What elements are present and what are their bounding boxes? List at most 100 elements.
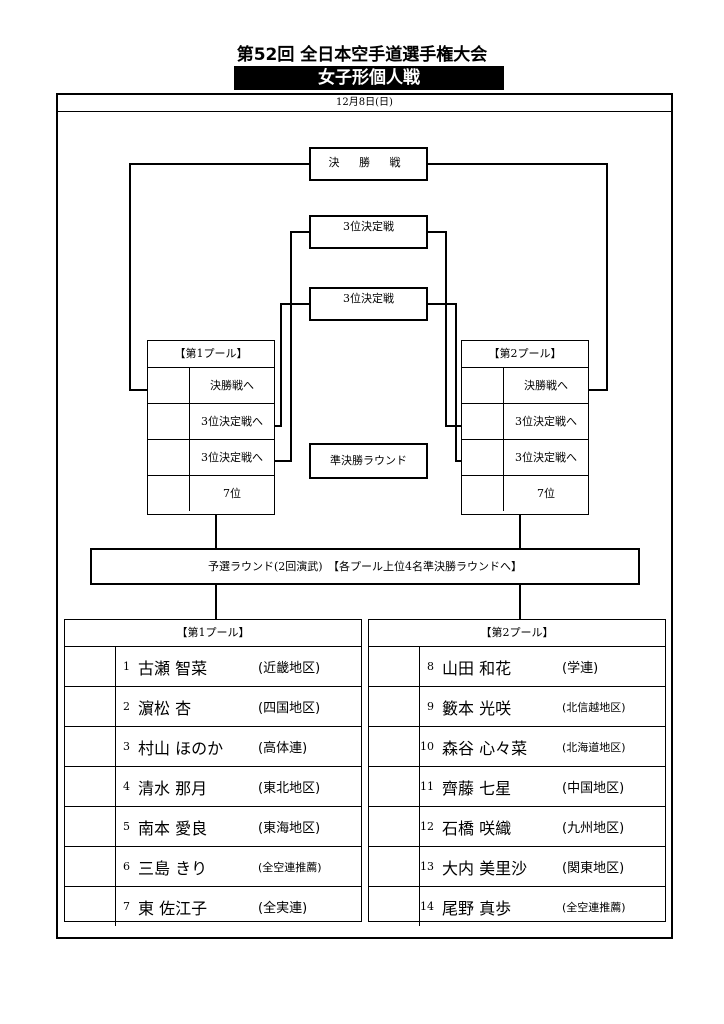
event-subtitle: 女子形個人戦	[234, 66, 504, 90]
player-affiliation: (中国地区)	[562, 781, 625, 796]
pool-box-label: 【第1プール】	[148, 341, 274, 368]
player-affiliation: (東海地区)	[258, 821, 321, 836]
pool-box-row-label: 3位決定戦へ	[515, 415, 577, 428]
player-number: 1	[123, 660, 130, 673]
pool-box-row: 3位決定戦へ	[148, 404, 274, 440]
player-affiliation: (近畿地区)	[258, 661, 321, 676]
player-affiliation: (北信越地区)	[562, 700, 626, 714]
player-row: 13 大内 美里沙 (関東地区)	[369, 847, 665, 887]
line	[427, 303, 457, 305]
player-affiliation: (高体連)	[258, 741, 308, 756]
line	[274, 425, 282, 427]
player-name: 大内 美里沙	[442, 858, 528, 878]
pool-box-row-label: 7位	[223, 487, 241, 500]
player-affiliation: (九州地区)	[562, 821, 625, 836]
player-name: 山田 和花	[442, 658, 512, 678]
player-affiliation: (学連)	[562, 661, 599, 676]
line	[445, 231, 447, 427]
third-place-box-a: 3位決定戦	[309, 215, 428, 249]
line	[427, 231, 447, 233]
pool-box-row: 3位決定戦へ	[462, 404, 588, 440]
player-row: 11 齊藤 七星 (中国地区)	[369, 767, 665, 807]
event-title: 第52回 全日本空手道選手権大会	[236, 45, 488, 65]
player-number: 14	[420, 900, 434, 913]
player-name: 三島 きり	[138, 858, 208, 878]
line	[215, 514, 217, 549]
line	[129, 389, 148, 391]
pool-box-row-label: 決勝戦へ	[210, 379, 254, 392]
pool-box-row-label: 3位決定戦へ	[201, 451, 263, 464]
line	[280, 303, 282, 427]
player-row: 3 村山 ほのか (高体連)	[65, 727, 361, 767]
prelim-box: 予選ラウンド(2回演武) 【各プール上位4名準決勝ラウンドへ】	[90, 548, 640, 585]
player-number: 6	[123, 860, 130, 873]
player-row: 5 南本 愛良 (東海地区)	[65, 807, 361, 847]
player-number: 9	[427, 700, 434, 713]
pool-box-row-label: 3位決定戦へ	[515, 451, 577, 464]
pool-box-row: 決勝戦へ	[148, 368, 274, 404]
player-number: 4	[123, 780, 130, 793]
player-name: 村山 ほのか	[138, 738, 224, 758]
player-number: 2	[123, 700, 130, 713]
player-name: 濵松 杏	[138, 698, 192, 718]
player-row: 7 東 佐江子 (全実連)	[65, 887, 361, 926]
pool-box-1: 【第1プール】 決勝戦へ 3位決定戦へ 3位決定戦へ 7位	[147, 340, 275, 515]
player-number: 13	[420, 860, 434, 873]
player-affiliation: (東北地区)	[258, 781, 321, 796]
player-row: 12 石橋 咲織 (九州地区)	[369, 807, 665, 847]
line	[455, 303, 457, 462]
line	[519, 514, 521, 549]
player-name: 尾野 真歩	[442, 898, 512, 918]
line	[455, 460, 462, 462]
player-number: 3	[123, 740, 130, 753]
player-number: 12	[420, 820, 434, 833]
player-name: 東 佐江子	[138, 898, 208, 918]
player-name: 南本 愛良	[138, 818, 208, 838]
line	[129, 163, 131, 391]
player-affiliation: (北海道地区)	[562, 740, 626, 754]
player-name: 石橋 咲織	[442, 818, 512, 838]
line	[427, 163, 608, 165]
player-number: 7	[123, 900, 130, 913]
pool-box-row-label: 7位	[537, 487, 555, 500]
player-affiliation: (全実連)	[258, 901, 308, 916]
pool-box-label: 【第2プール】	[462, 341, 588, 368]
final-box: 決 勝 戦	[309, 147, 428, 181]
player-number: 5	[123, 820, 130, 833]
pool-box-row-label: 3位決定戦へ	[201, 415, 263, 428]
player-number: 11	[420, 780, 434, 793]
semi-round-box: 準決勝ラウンド	[309, 443, 428, 479]
player-name: 齊藤 七星	[442, 778, 512, 798]
event-date: 12月8日(日)	[58, 95, 671, 112]
line	[129, 163, 310, 165]
line	[290, 231, 310, 233]
player-row: 6 三島 きり (全空連推薦)	[65, 847, 361, 887]
sheet-frame	[56, 93, 673, 939]
pool-list-label: 【第2プール】	[369, 620, 665, 647]
third-place-label-a: 3位決定戦	[343, 220, 394, 233]
player-name: 清水 那月	[138, 778, 208, 798]
pool-box-row: 3位決定戦へ	[462, 440, 588, 476]
semi-round-label: 準決勝ラウンド	[330, 454, 407, 467]
pool-box-row: 決勝戦へ	[462, 368, 588, 404]
player-affiliation: (関東地区)	[562, 861, 625, 876]
player-number: 10	[420, 740, 434, 753]
player-row: 1 古瀬 智菜 (近畿地区)	[65, 647, 361, 687]
pool-box-2: 【第2プール】 決勝戦へ 3位決定戦へ 3位決定戦へ 7位	[461, 340, 589, 515]
line	[280, 303, 310, 305]
player-name: 古瀬 智菜	[138, 658, 208, 678]
prelim-label: 予選ラウンド(2回演武) 【各プール上位4名準決勝ラウンドへ】	[207, 560, 523, 573]
pool-box-row: 3位決定戦へ	[148, 440, 274, 476]
player-affiliation: (全空連推薦)	[258, 860, 322, 874]
line	[445, 425, 462, 427]
line	[519, 584, 521, 619]
third-place-box-b: 3位決定戦	[309, 287, 428, 321]
player-row: 4 清水 那月 (東北地区)	[65, 767, 361, 807]
pool-box-row-label: 決勝戦へ	[524, 379, 568, 392]
